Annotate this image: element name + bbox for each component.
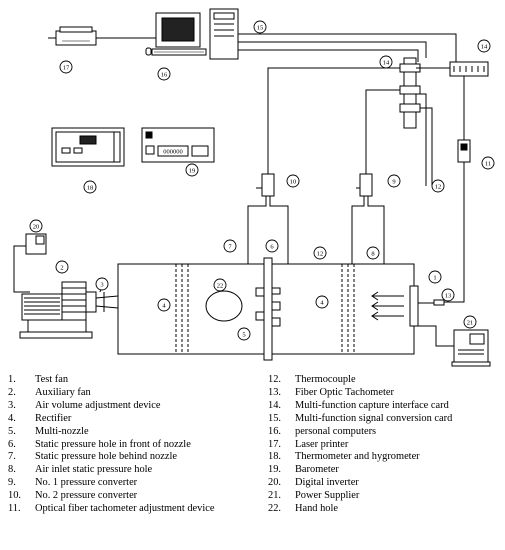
barometer (141, 127, 215, 163)
legend-item: 6.Static pressure hole in front of nozzl… (8, 438, 191, 450)
power-supplier (451, 329, 491, 367)
legend-item: 16.personal computers (268, 425, 377, 437)
svg-text:6: 6 (270, 244, 274, 251)
callout-13: 13 (441, 288, 455, 302)
barometer-readout: 000000 (163, 149, 183, 156)
callout-11: 11 (481, 156, 495, 170)
thermometer-hygrometer (51, 127, 125, 167)
svg-text:21: 21 (467, 320, 474, 327)
legend-item: 3.Air volume adjustment device (8, 399, 161, 411)
legend-item: 1.Test fan (8, 374, 69, 385)
legend-item: 13.Fiber Optic Tachometer (268, 386, 394, 398)
legend: 1.Test fan 2.Auxiliary fan 3.Air volume … (0, 374, 505, 550)
callout-16: 16 (157, 67, 171, 81)
svg-text:12: 12 (435, 184, 442, 191)
svg-text:5: 5 (242, 332, 245, 339)
callout-15: 15 (253, 20, 267, 34)
legend-item: 7.Static pressure hole behind nozzle (8, 451, 177, 463)
callout-12-duct: 12 (313, 246, 327, 260)
svg-text:2: 2 (60, 265, 63, 272)
legend-item: 11.Optical fiber tachometer adjustment d… (8, 503, 215, 515)
personal-computer (145, 8, 239, 60)
svg-text:14: 14 (481, 44, 488, 51)
callout-19: 19 (185, 163, 199, 177)
legend-item: 2.Auxiliary fan (8, 386, 91, 398)
test-duct (117, 257, 419, 361)
callout-9: 9 (387, 174, 401, 188)
legend-item: 19.Barometer (268, 464, 339, 476)
legend-column-left: 1.Test fan 2.Auxiliary fan 3.Air volume … (8, 374, 214, 516)
signal-conversion-card (399, 57, 421, 129)
legend-column-right: 12.Thermocouple 13.Fiber Optic Tachomete… (268, 374, 452, 516)
legend-item: 8.Air inlet static pressure hole (8, 464, 153, 476)
callout-14-right: 14 (477, 39, 491, 53)
digital-inverter (25, 233, 47, 255)
legend-item: 10.No. 2 pressure converter (8, 490, 138, 502)
test-rig-diagram: 1 2 3 4 4 5 6 7 8 9 10 11 12 12 13 14 14… (13, 8, 495, 367)
callout-12-top: 12 (431, 179, 445, 193)
svg-text:4: 4 (320, 300, 324, 307)
callout-3: 3 (95, 277, 109, 291)
callout-22: 22 (213, 278, 227, 292)
legend-item: 4.Rectifier (8, 412, 72, 424)
callout-4-left: 4 (157, 298, 171, 312)
legend-item: 17.Laser printer (268, 438, 349, 450)
capture-interface-card (449, 61, 489, 77)
svg-text:10: 10 (290, 179, 297, 186)
callout-14-mid: 14 (379, 55, 393, 69)
svg-text:15: 15 (257, 25, 264, 32)
legend-item: 21.Power Supplier (268, 490, 360, 502)
airflow-arrows (371, 291, 404, 321)
callout-6: 6 (265, 239, 279, 253)
svg-text:8: 8 (371, 251, 374, 258)
svg-text:3: 3 (100, 282, 103, 289)
svg-text:7: 7 (228, 244, 232, 251)
legend-item: 14.Multi-function capture interface card (268, 399, 449, 411)
legend-item: 9.No. 1 pressure converter (8, 477, 138, 489)
callout-4-right: 4 (315, 295, 329, 309)
callout-10: 10 (286, 174, 300, 188)
svg-text:20: 20 (33, 224, 40, 231)
callout-1: 1 (428, 270, 442, 284)
pressure-converter-1 (356, 173, 373, 197)
svg-text:22: 22 (217, 283, 224, 290)
callout-21: 21 (463, 315, 477, 329)
svg-text:14: 14 (383, 60, 390, 67)
svg-text:19: 19 (189, 168, 196, 175)
svg-text:12: 12 (317, 251, 324, 258)
laser-printer (48, 26, 104, 46)
pressure-converter-2 (256, 173, 275, 197)
svg-text:17: 17 (63, 65, 70, 72)
callout-18: 18 (83, 180, 97, 194)
callout-8: 8 (366, 246, 380, 260)
air-volume-adjustment-device (95, 292, 119, 312)
callout-5: 5 (237, 327, 251, 341)
legend-item: 22.Hand hole (268, 503, 338, 515)
legend-item: 5.Multi-nozzle (8, 425, 89, 437)
callout-7: 7 (223, 239, 237, 253)
svg-text:16: 16 (161, 72, 168, 79)
svg-text:11: 11 (485, 161, 491, 168)
legend-item: 20.Digital inverter (268, 477, 359, 489)
callout-17: 17 (59, 60, 73, 74)
callout-20: 20 (29, 219, 43, 233)
auxiliary-fan (19, 281, 97, 339)
legend-item: 15.Multi-function signal conversion card (268, 412, 453, 424)
callout-2: 2 (55, 260, 69, 274)
svg-text:9: 9 (392, 179, 395, 186)
legend-item: 12.Thermocouple (268, 374, 356, 385)
svg-text:1: 1 (433, 275, 436, 282)
legend-item: 18.Thermometer and hygrometer (268, 451, 420, 463)
svg-text:13: 13 (445, 293, 452, 300)
svg-text:18: 18 (87, 185, 94, 192)
svg-text:4: 4 (162, 303, 166, 310)
